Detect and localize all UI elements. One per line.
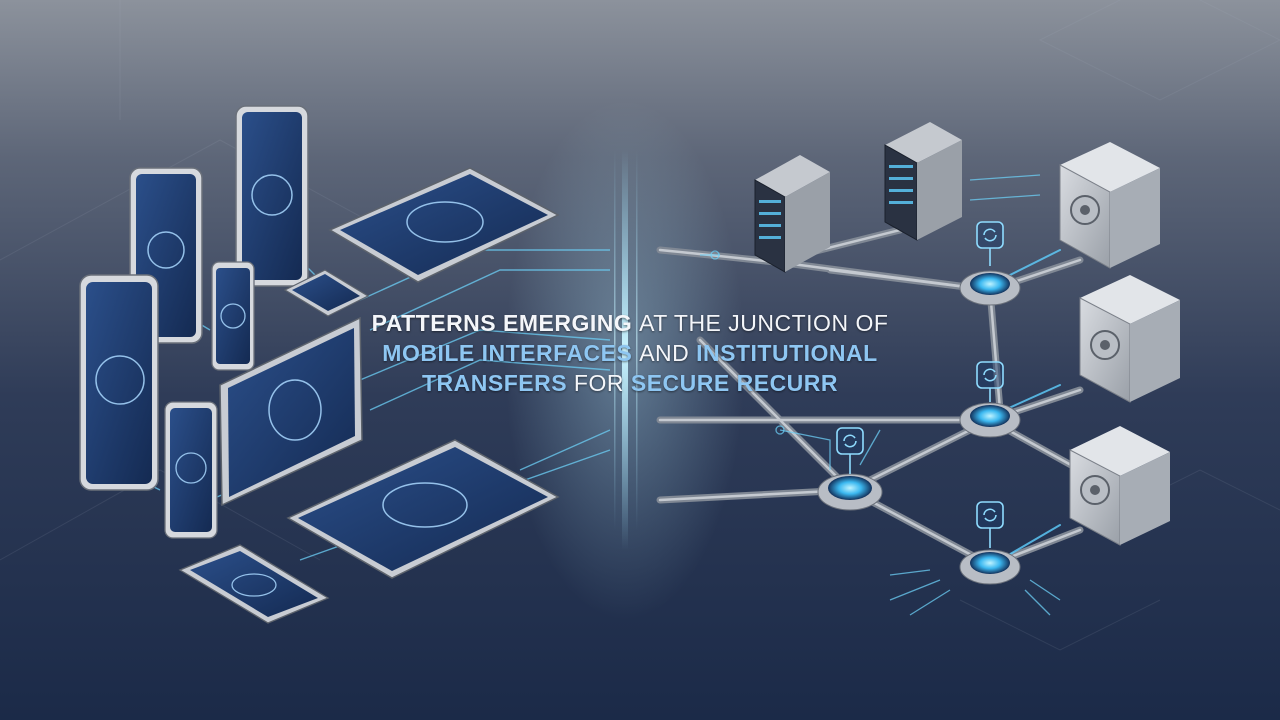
headline-line-1-part-1: PATTERNS EMERGING [371,310,633,336]
headline: PATTERNS EMERGING AT THE JUNCTION OF MOB… [330,308,930,398]
recurring-sync-icon-1 [976,221,1004,266]
network-node-4 [959,549,1021,585]
device-phone-small [283,269,370,317]
network-node-3 [817,473,883,511]
server-rack-2 [884,122,962,241]
vault-safe-2 [1079,275,1180,403]
device-tablet-3 [286,439,560,579]
headline-line-2-part-3: INSTITUTIONAL [696,340,878,366]
vault-safe-1 [1059,142,1160,269]
headline-line-3-part-1: TRANSFERS [421,370,568,396]
center-light-beam [505,100,745,620]
headline-line-3-part-2: FOR [573,370,624,396]
headline-line-2: MOBILE INTERFACES AND INSTITUTIONAL [330,338,930,368]
headline-line-1: PATTERNS EMERGING AT THE JUNCTION OF [330,308,930,338]
recurring-sync-icon-4 [976,501,1004,548]
device-phone-6 [178,544,330,624]
headline-line-2-part-2: AND [639,340,690,366]
device-phone-2 [235,105,309,287]
headline-line-3: TRANSFERS FOR SECURE RECURR [330,368,930,398]
device-phone-5 [164,401,218,539]
device-phone-4 [79,274,159,491]
circuit-traces-right [700,174,1061,616]
device-tablet-2 [219,316,363,507]
recurring-sync-icon-2 [976,361,1004,402]
headline-line-2-part-1: MOBILE INTERFACES [382,340,633,366]
device-phone-3 [211,261,255,371]
headline-line-3-part-3: SECURE RECURR [630,370,839,396]
headline-line-1-part-2: AT THE JUNCTION OF [639,310,889,336]
network-cables [656,226,1084,569]
server-rack-1 [754,155,830,273]
network-node-1 [959,270,1021,306]
device-tablet-1 [328,167,560,283]
network-node-2 [959,402,1021,438]
recurring-sync-icon-3 [836,427,864,474]
vault-safe-3 [1069,426,1170,546]
